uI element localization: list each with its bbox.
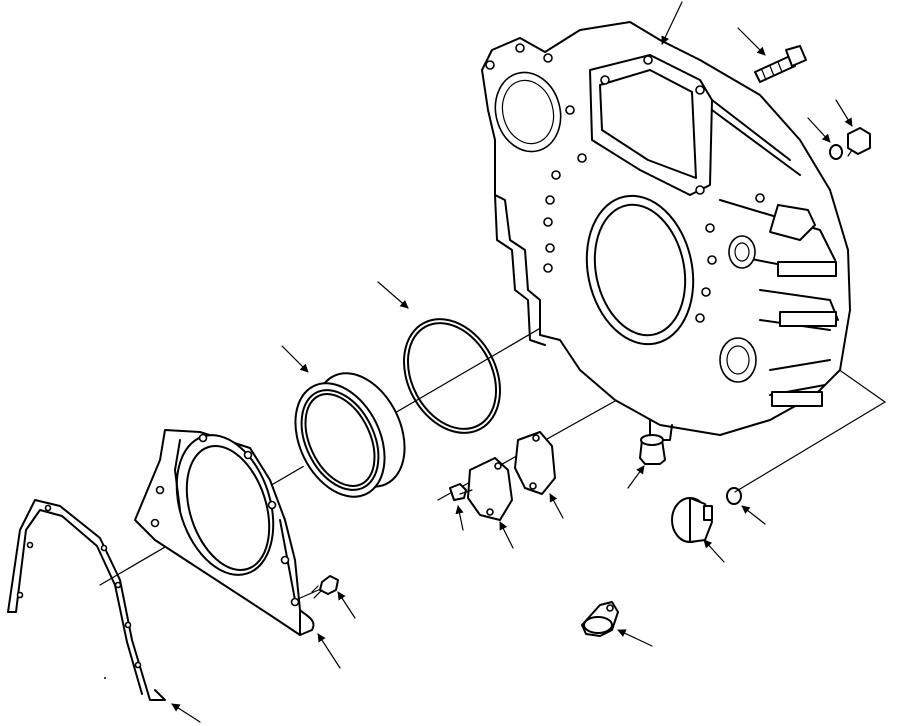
rib-box-2 bbox=[779, 311, 837, 327]
cover-gasket bbox=[514, 431, 556, 495]
starter-window bbox=[589, 54, 713, 196]
arrow-drain-plug bbox=[835, 99, 853, 127]
leader-arrows bbox=[171, 1, 853, 723]
seal-cover bbox=[134, 429, 315, 636]
plug-large bbox=[671, 497, 713, 543]
oil-seal bbox=[294, 372, 406, 498]
rib-box-3 bbox=[771, 391, 823, 407]
o-ring-plug bbox=[726, 487, 742, 505]
rubber-plug bbox=[639, 434, 666, 465]
side-boss bbox=[728, 235, 756, 269]
drain-plug-small bbox=[847, 127, 871, 157]
inspection-cover bbox=[467, 457, 513, 521]
lower-port bbox=[719, 337, 757, 383]
arrow-bolt bbox=[737, 27, 766, 56]
arrow-plug-large bbox=[703, 539, 725, 563]
o-ring-small bbox=[829, 144, 843, 160]
arrow-cover-gasket bbox=[549, 493, 564, 519]
cover-bolt bbox=[311, 575, 339, 599]
arrow-o-ring-large bbox=[377, 281, 409, 309]
flywheel-housing bbox=[481, 21, 851, 441]
arrow-gasket bbox=[171, 703, 201, 723]
wedge-boss bbox=[769, 204, 816, 241]
stray-mark bbox=[104, 677, 106, 679]
arrow-o-ring-plug bbox=[741, 505, 766, 525]
main-bore bbox=[585, 194, 695, 346]
gasket bbox=[7, 499, 166, 701]
seal-cover-holes bbox=[150, 433, 300, 607]
flange-bolt-holes bbox=[485, 43, 765, 323]
arrow-cover-screw bbox=[455, 505, 464, 531]
arrow-clamp bbox=[617, 629, 653, 647]
arrow-rubber-plug bbox=[627, 465, 645, 489]
o-ring-large bbox=[403, 318, 501, 434]
gasket-holes bbox=[16, 504, 142, 669]
arrow-cover-bolt bbox=[337, 591, 356, 619]
arrow-seal-cover bbox=[317, 633, 341, 669]
arrow-oil-seal bbox=[281, 345, 309, 373]
housing-bolt bbox=[754, 45, 807, 83]
cover-screw bbox=[449, 483, 473, 501]
clamp-bracket bbox=[581, 601, 619, 637]
arrow-housing bbox=[661, 1, 683, 45]
arrow-inspection-cover bbox=[499, 521, 514, 549]
rib-box-1 bbox=[777, 261, 837, 277]
upper-port bbox=[494, 71, 562, 153]
arrow-o-ring-small bbox=[807, 117, 831, 143]
plug-axis-lower bbox=[734, 401, 886, 493]
